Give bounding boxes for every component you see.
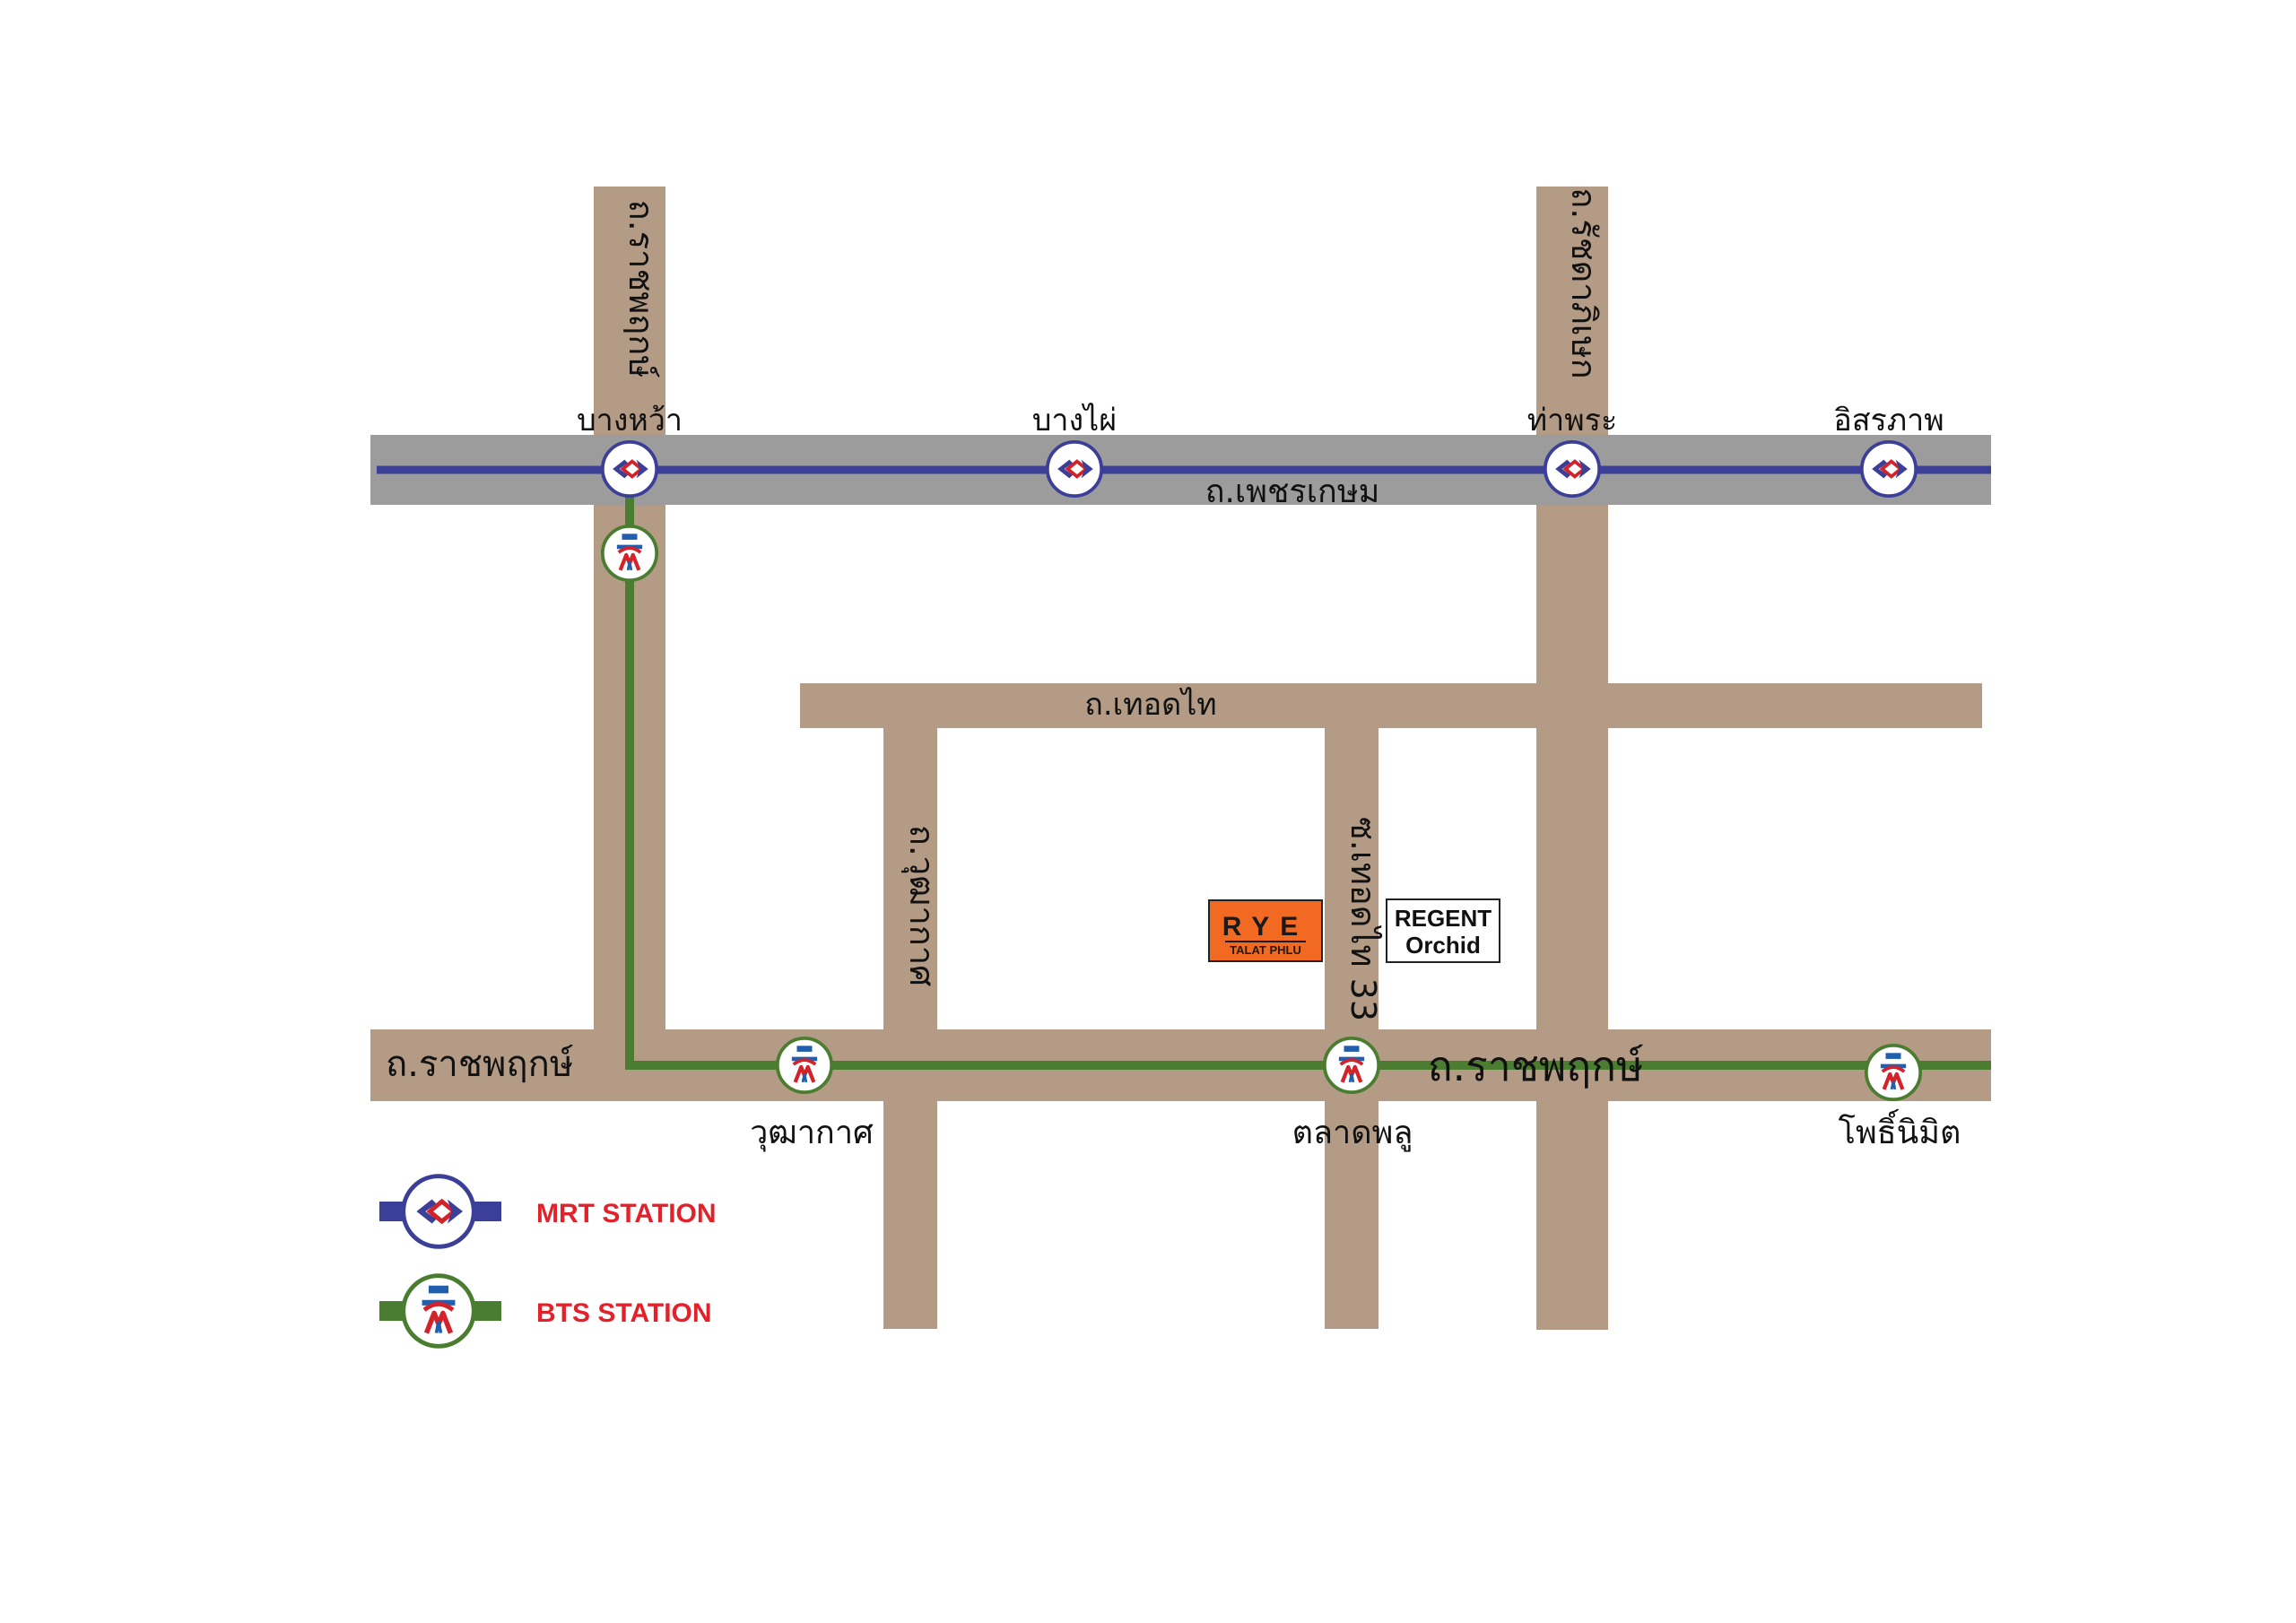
mrt-station-icon bbox=[1859, 439, 1918, 499]
regent-orchid-marker: REGENT Orchid bbox=[1386, 898, 1500, 963]
road-wutthakat bbox=[883, 728, 937, 1329]
bts-station-icon bbox=[778, 1038, 831, 1092]
road-label-ratchaphruek-east: ถ.ราชพฤกษ์ bbox=[1428, 1042, 1644, 1090]
road-label-ratchaphruek-north: ถ.ราชพฤกษ์ bbox=[622, 200, 661, 378]
bts-station-icon bbox=[1866, 1046, 1920, 1099]
bts-station-name: วุฒากาศ bbox=[750, 1115, 874, 1152]
road-soi-thoet-thai-33 bbox=[1325, 728, 1378, 1329]
road-label-thoet-thai: ถ.เทอดไท bbox=[1084, 687, 1216, 723]
road-label-wutthakat: ถ.วุฒากาศ bbox=[901, 825, 942, 987]
bts-station-icon bbox=[603, 526, 657, 580]
road-label-ratchadaphisek: ถ.รัชดาภิเษก bbox=[1564, 187, 1604, 378]
mrt-station-icon bbox=[1045, 439, 1104, 499]
mrt-station-name: บางหว้า bbox=[577, 403, 683, 438]
mrt-station-name: ท่าพระ bbox=[1527, 403, 1617, 438]
rye-logo-text: RYE bbox=[1222, 912, 1309, 942]
road-ratchadaphisek bbox=[1536, 187, 1608, 1330]
legend-mrt-label: MRT STATION bbox=[536, 1199, 717, 1228]
mrt-station-icon bbox=[1543, 439, 1602, 499]
legend-mrt: MRT STATION bbox=[379, 1176, 717, 1247]
legend-bts: BTS STATION bbox=[379, 1276, 712, 1347]
road-thoet-thai bbox=[800, 683, 1982, 728]
legend-bts-label: BTS STATION bbox=[536, 1298, 712, 1328]
road-label-phetkasem: ถ.เพชรเกษม bbox=[1205, 473, 1380, 510]
mrt-station-name: อิสรภาพ bbox=[1833, 403, 1944, 438]
mrt-station-icon bbox=[600, 439, 659, 499]
regent-line1: REGENT bbox=[1395, 905, 1492, 932]
mrt-station-name: บางไผ่ bbox=[1032, 403, 1117, 438]
mrt-station-icon bbox=[404, 1176, 474, 1247]
regent-line2: Orchid bbox=[1405, 932, 1481, 959]
bts-station-name: โพธิ์นิมิต bbox=[1839, 1108, 1961, 1151]
bts-line bbox=[625, 489, 1991, 1070]
bts-station-name: ตลาดพลู bbox=[1292, 1115, 1413, 1152]
rye-subtitle: TALAT PHLU bbox=[1230, 943, 1301, 957]
road-label-soi-thoet-thai-33: ซ.เทอดไท 33 bbox=[1344, 817, 1383, 1021]
rye-talat-phlu-marker: RYE TALAT PHLU bbox=[1208, 899, 1323, 962]
legend: MRT STATION BTS STATION bbox=[379, 1176, 717, 1347]
road-label-ratchaphruek-west: ถ.ราชพฤกษ์ bbox=[386, 1044, 573, 1085]
bts-station-icon bbox=[1325, 1038, 1378, 1092]
bts-station-icon bbox=[404, 1276, 474, 1347]
